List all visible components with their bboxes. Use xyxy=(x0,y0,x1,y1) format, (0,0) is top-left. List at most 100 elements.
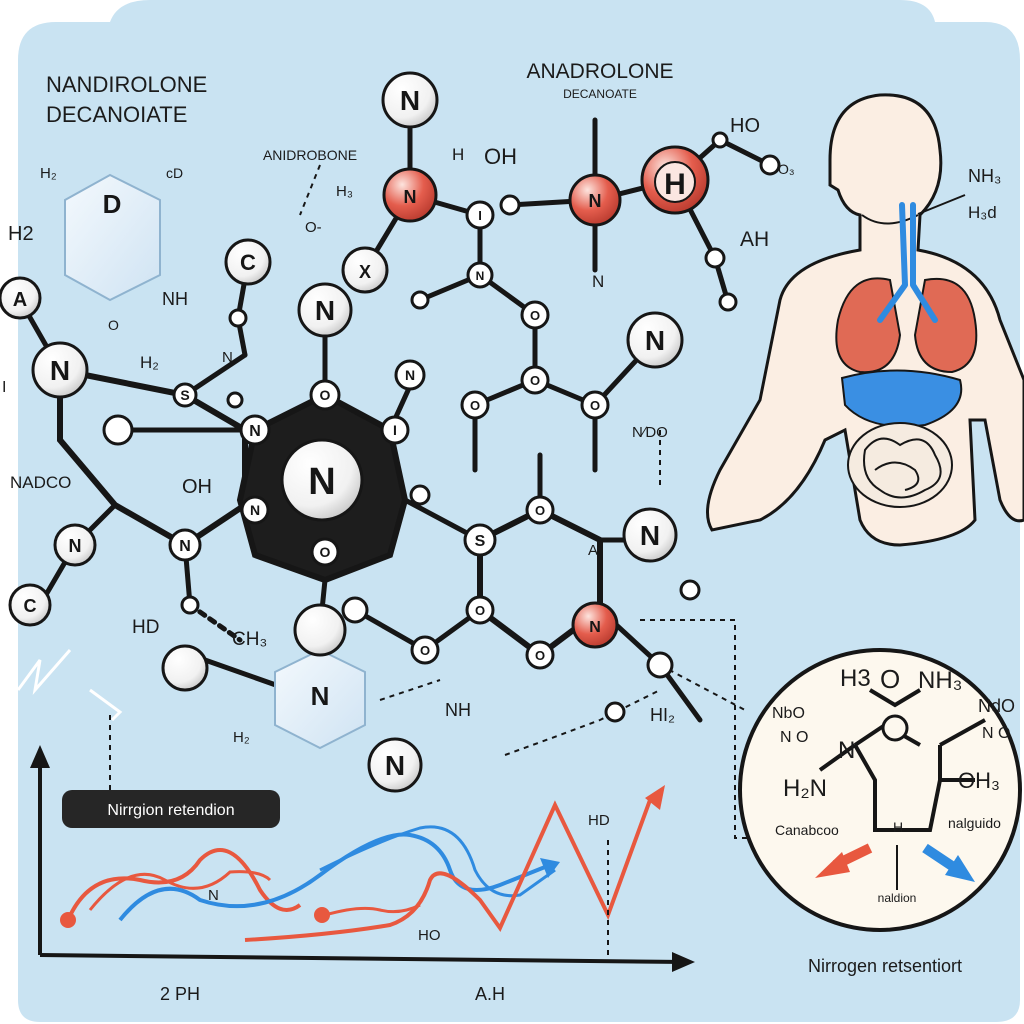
lung-right xyxy=(913,277,978,374)
atom-letter-o-col4: O xyxy=(530,308,540,323)
inset-blue-arrowhead xyxy=(945,855,975,882)
atom-red-n xyxy=(568,173,622,227)
inset-no-right: N O xyxy=(982,725,1010,742)
atom-n-left xyxy=(31,341,89,399)
atom-n-right-mid xyxy=(622,507,678,563)
title-center-line2: DECANOATE xyxy=(563,87,637,101)
curve-red-arrow xyxy=(645,785,665,810)
label-hi2-bottom: HI₂ xyxy=(650,705,675,725)
human-body-illustration: NH₃ H₃d xyxy=(706,93,1024,547)
inset-no-left: N O xyxy=(780,729,808,746)
atom-n-right-top xyxy=(626,311,684,369)
atom-letter-n-red-bottom: N xyxy=(589,619,601,636)
curve-blue-arrow xyxy=(540,858,560,878)
inset-bottom-word: naldion xyxy=(878,891,917,905)
inset-left-word: Canabcoo xyxy=(775,822,839,838)
lung-left xyxy=(835,277,902,374)
inset-right-word: nalguido xyxy=(948,815,1001,831)
chart-xtick-1: 2 PH xyxy=(160,984,200,1004)
atom-letter-o-r1: O xyxy=(535,503,545,518)
badge-bg xyxy=(62,790,280,828)
liver xyxy=(840,369,963,428)
label-h2-left: H2 xyxy=(8,223,34,245)
chart-label-n: N xyxy=(208,887,219,904)
inset-nbo-left: NbO xyxy=(772,705,805,722)
inset-n-left: N xyxy=(838,737,855,764)
atom-letter-n-ring2: N xyxy=(250,502,260,518)
inset-ndo-right: NdO xyxy=(978,696,1015,716)
curve-red-4 xyxy=(324,903,421,917)
scribble-mark xyxy=(16,649,123,722)
atom-letter-o-r2: O xyxy=(475,603,485,618)
label-o3-top: O₃ xyxy=(778,161,795,177)
label-h-top: H xyxy=(452,145,464,164)
atom-letter-n-col5: N xyxy=(476,269,485,283)
atom-letter-i-col6: I xyxy=(478,208,482,223)
label-nh3-body: NH₃ xyxy=(968,166,1001,186)
label-cd-top: cD xyxy=(166,165,183,181)
label-o-small: O- xyxy=(305,219,322,236)
atom-letter-n-red: N xyxy=(589,191,602,211)
atom-letter-n-bottom: N xyxy=(385,750,405,781)
atom-letter-n-right-mid: N xyxy=(640,520,660,551)
atom-letter-s-left: S xyxy=(180,387,189,403)
atom-letter-c-bottom-left: C xyxy=(24,596,37,616)
label-o-left: O xyxy=(108,317,119,333)
chart-x-arrow xyxy=(672,952,695,972)
atom-letter-h-red: H xyxy=(664,168,686,201)
atom-letter-o-r4: O xyxy=(420,643,430,658)
atom-letter-n-ring4: N xyxy=(405,367,415,383)
chart-xtick-2: A.H xyxy=(475,984,505,1004)
label-nh-left: NH xyxy=(162,289,188,309)
chart-label-ho: HO xyxy=(418,927,441,944)
badge-text: Nirrgion retendion xyxy=(107,802,234,819)
chart-x-axis xyxy=(39,953,686,964)
label-n-mid: N xyxy=(222,349,233,366)
chart-y-arrow xyxy=(30,745,50,768)
label-n-small-col: N xyxy=(592,272,604,291)
label-oh-mid: OH xyxy=(182,476,212,498)
atom-letter-d-hex: D xyxy=(103,189,122,219)
inset-o: O xyxy=(880,664,900,694)
label-ho-top: HO xyxy=(730,115,760,137)
atom-letter-n-ring1: N xyxy=(249,423,261,440)
atom-letter-n-center-top: N xyxy=(315,295,335,326)
labels: NANDIROLONE DECANOIATE ANADROLONE DECANO… xyxy=(2,60,795,746)
atom-letter-n-red-top: N xyxy=(404,187,417,207)
inset-h2n: H₂N xyxy=(783,775,827,802)
curve-dot-1 xyxy=(60,912,76,928)
atom-letter-s-ring: S xyxy=(475,533,486,550)
title-left-line1: NANDIROLONE xyxy=(46,72,207,97)
label-ah: AH xyxy=(740,228,769,251)
curve-dot-2 xyxy=(314,907,330,923)
atom-letter-o-ring2: O xyxy=(320,544,331,560)
curve-red-2 xyxy=(88,870,272,911)
trachea xyxy=(877,202,938,323)
atom-x-bottom xyxy=(293,603,347,657)
nitrogen-retention-badge: Nirrgion retendion xyxy=(62,790,280,828)
atom-letter-n-ring3: N xyxy=(179,538,191,555)
atom-letter-o-col1: O xyxy=(470,398,480,413)
curve-red-1 xyxy=(66,848,302,921)
small-atoms xyxy=(102,131,781,723)
label-hd-low: HD xyxy=(132,617,159,638)
atom-letter-n-hex: N xyxy=(311,681,330,711)
atom-n-center-top xyxy=(297,282,353,338)
atom-letter-n-top: N xyxy=(400,85,420,116)
atom-n-bottom xyxy=(367,737,423,793)
label-nh-bottom: NH xyxy=(445,700,471,720)
atom-c-top xyxy=(224,238,272,286)
atom-letter-n-left: N xyxy=(50,355,70,386)
label-ndo: N∕DO xyxy=(632,424,668,441)
title-left-line2: DECANOIATE xyxy=(46,102,187,127)
label-h3d-body: H₃d xyxy=(968,203,997,222)
hexagon-n-bottom xyxy=(274,648,366,750)
label-h2-topleft: H₂ xyxy=(40,165,57,182)
label-nadco: NADCO xyxy=(10,473,71,492)
inset-nh3: NH₃ xyxy=(918,667,962,694)
atom-letter-o-r3: O xyxy=(535,648,545,663)
atom-letter-n-bottom-left: N xyxy=(69,536,82,556)
label-h3-small: H₃ xyxy=(336,183,353,200)
title-small: ANIDROBONE xyxy=(263,147,357,163)
atom-h-center xyxy=(654,161,696,203)
